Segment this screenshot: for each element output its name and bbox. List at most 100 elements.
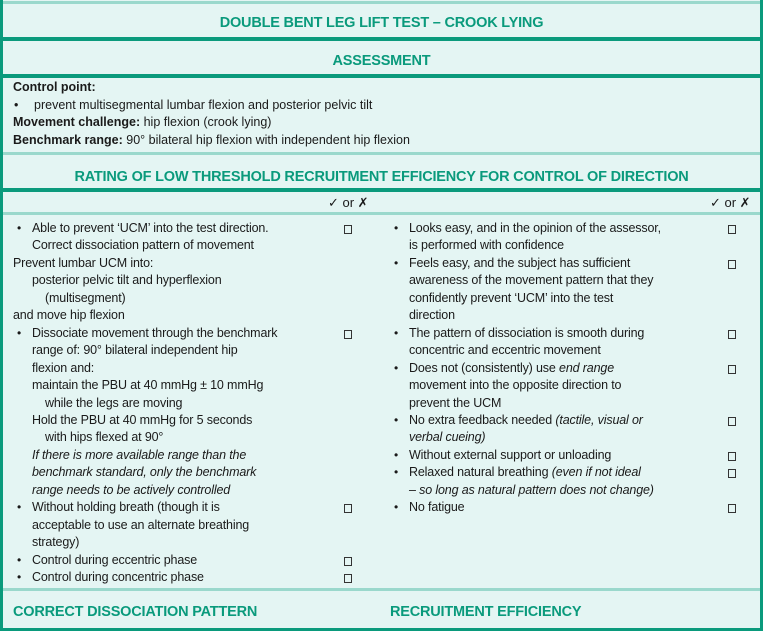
criterion-note: benchmark standard, only the benchmark [32,465,257,480]
criterion-text: (multisegment) [45,290,126,305]
benchmark-range-value: 90° bilateral hip flexion with independe… [122,132,410,147]
criterion-line: movement into the opposite direction to [409,377,621,394]
bullet-icon: • [394,500,399,515]
divider [3,212,760,215]
criterion-line: – so long as natural pattern does not ch… [409,482,654,499]
rating-checkbox[interactable] [344,556,352,566]
criterion-line: range needs to be actively controlled [32,482,230,499]
bullet-icon: • [394,360,399,375]
criterion-text: maintain the PBU at 40 mmHg ± 10 mmHg [32,378,264,393]
movement-challenge-label: Movement challenge: [13,115,141,129]
rating-checkbox[interactable] [728,504,736,514]
assessment-info: Control point: • prevent multisegmental l… [13,79,410,149]
criterion-line: is performed with confidence [409,237,564,254]
criterion-text: Control during eccentric phase [32,552,198,567]
criterion-line: Looks easy, and in the opinion of the as… [409,220,661,237]
rating-checkbox[interactable] [344,329,352,339]
criterion-line: Control during eccentric phase [32,552,197,569]
assessment-heading: ASSESSMENT [332,53,431,69]
criterion-line: flexion and: [32,360,94,377]
rating-checkbox[interactable] [728,451,736,461]
criterion-line: The pattern of dissociation is smooth du… [409,325,644,342]
control-point-label: Control point: [13,80,96,94]
criterion-line: Dissociate movement through the benchmar… [32,325,278,342]
criterion-line: prevent the UCM [409,395,501,412]
bullet-icon: • [394,325,399,340]
bullet-icon: • [14,97,19,112]
criterion-line: strategy) [32,534,79,551]
bullet-icon: • [394,465,399,480]
criterion-line: awareness of the movement pattern that t… [409,272,654,289]
criterion-text: Without external support or unloading [409,447,612,462]
bullet-icon: • [17,570,22,584]
table-title: DOUBLE BENT LEG LIFT TEST – CROOK LYING [219,15,544,31]
rating-checkbox[interactable] [728,329,736,339]
rating-checkbox[interactable] [728,469,736,479]
criterion-line: No fatigue [409,499,465,516]
criterion-line: Correct dissociation pattern of movement [32,237,254,254]
divider [3,588,760,591]
criterion-text: Hold the PBU at 40 mmHg for 5 seconds [32,412,253,427]
rating-heading: RATING OF LOW THRESHOLD RECRUITMENT EFFI… [74,169,689,185]
criterion-text: flexion and: [32,360,95,375]
criterion-text: movement into the opposite direction to [409,378,622,393]
criterion-line: direction [409,307,455,324]
criterion-line: acceptable to use an alternate breathing [32,517,249,534]
criterion-note: range needs to be actively controlled [32,482,231,497]
criterion-line: verbal cueing) [409,429,486,446]
criterion-line: (multisegment) [45,290,126,307]
benchmark-range-label: Benchmark range: [13,132,123,147]
criterion-line: Feels easy, and the subject has sufficie… [409,255,630,272]
criterion-text: acceptable to use an alternate breathing [32,517,250,532]
criterion-text: awareness of the movement pattern that t… [409,273,654,288]
criterion-line: If there is more available range than th… [32,447,246,464]
criterion-note: (tactile, visual or [555,412,643,427]
rating-checkbox[interactable] [344,574,352,583]
divider [3,152,760,155]
criterion-line: and move hip flexion [13,307,125,324]
divider [3,37,760,41]
criterion-text: Feels easy, and the subject has sufficie… [409,255,631,270]
control-point-item: prevent multisegmental lumbar flexion an… [34,97,373,112]
footer-correct-dissociation-pattern: CORRECT DISSOCIATION PATTERN [13,604,258,620]
criterion-line: No extra feedback needed (tactile, visua… [409,412,643,429]
check-header-left: ✓ or ✗ [328,195,369,210]
criterion-text: Control during concentric phase [32,570,204,584]
criterion-note: If there is more available range than th… [32,447,247,462]
criterion-text: concentric and eccentric movement [409,343,601,358]
divider [3,1,760,4]
divider [3,188,760,192]
rating-checkbox[interactable] [728,259,736,269]
criterion-text: with hips flexed at 90° [45,430,164,445]
criterion-line: Does not (consistently) use end range [409,360,614,377]
criterion-text: is performed with confidence [409,238,564,253]
criterion-line: benchmark standard, only the benchmark [32,464,256,481]
criterion-line: Control during concentric phase [32,569,204,586]
rating-checkbox[interactable] [728,364,736,374]
movement-challenge-value: hip flexion (crook lying) [140,115,272,129]
criterion-line: Prevent lumbar UCM into: [13,255,153,272]
criterion-text: Looks easy, and in the opinion of the as… [409,221,661,235]
criterion-note: verbal cueing) [409,430,486,445]
rating-checkbox[interactable] [728,225,736,234]
criterion-text: Prevent lumbar UCM into: [13,255,154,270]
criterion-text: No extra feedback needed [409,412,556,427]
criterion-line: Without holding breath (though it is [32,499,220,516]
criterion-line: range of: 90° bilateral independent hip [32,342,238,359]
rating-checkbox[interactable] [344,504,352,514]
criterion-line: concentric and eccentric movement [409,342,601,359]
criterion-text: Relaxed natural breathing [409,465,552,480]
criterion-text: range of: 90° bilateral independent hip [32,343,238,358]
criterion-line: Without external support or unloading [409,447,611,464]
criterion-line: posterior pelvic tilt and hyperflexion [32,272,222,289]
rating-checkbox[interactable] [728,416,736,426]
criterion-text: posterior pelvic tilt and hyperflexion [32,273,222,288]
bullet-icon: • [17,500,22,515]
criterion-text: Without holding breath (though it is [32,500,220,515]
criterion-text: The pattern of dissociation is smooth du… [409,325,645,340]
rating-checkbox[interactable] [344,225,352,234]
criterion-text: direction [409,308,455,323]
criterion-line: while the legs are moving [45,395,182,412]
criterion-line: confidently prevent ‘UCM’ into the test [409,290,613,307]
bullet-icon: • [17,325,22,340]
